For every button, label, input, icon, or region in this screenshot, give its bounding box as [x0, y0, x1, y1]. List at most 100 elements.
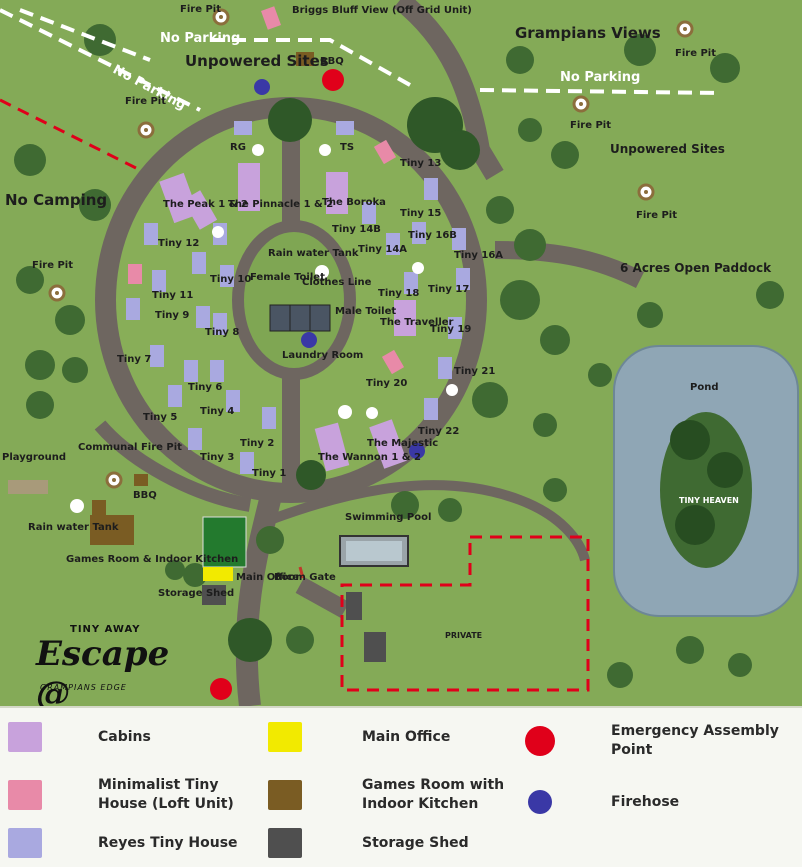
- label-rain-water-tank-left: Rain water Tank: [28, 522, 119, 533]
- label-tiny-7: Tiny 7: [117, 354, 151, 365]
- no-parking-line-diag: [0, 8, 201, 112]
- legend-item-main-office: Main Office: [268, 722, 450, 752]
- label-tiny-18: Tiny 18: [378, 288, 419, 299]
- label-tiny-4: Tiny 4: [200, 406, 234, 417]
- legend-item-assembly: Emergency Assembly Point: [525, 722, 781, 760]
- label-fire-pit-2: Fire Pit: [125, 96, 166, 107]
- label-tiny-12: Tiny 12: [158, 238, 199, 249]
- label-fire-pit-4: Fire Pit: [570, 120, 611, 131]
- label-tiny-13: Tiny 13: [400, 158, 441, 169]
- label-playground: Playground: [2, 452, 66, 463]
- path-south: [235, 497, 281, 706]
- label-the-majestic: The Majestic: [367, 438, 438, 449]
- label-tiny-22: Tiny 22: [418, 426, 459, 437]
- label-tiny-14b: Tiny 14B: [332, 224, 381, 235]
- units: [126, 6, 470, 474]
- label-tiny-5: Tiny 5: [143, 412, 177, 423]
- label-tiny-15: Tiny 15: [400, 208, 441, 219]
- water-tanks: [70, 144, 458, 513]
- legend-swatch-cabins: [8, 722, 42, 752]
- label-no-parking-top: No Parking: [160, 31, 240, 46]
- path-north: [393, 0, 504, 181]
- legend-swatch-assembly: [525, 726, 555, 756]
- label-male-toilet: Male Toilet: [335, 306, 396, 317]
- label-private: PRIVATE: [445, 631, 482, 640]
- site-map: No Parking No Parking No Parking Grampia…: [0, 0, 802, 706]
- label-storage-shed: Storage Shed: [158, 588, 234, 599]
- label-communal-fire-pit: Communal Fire Pit: [78, 442, 182, 453]
- label-rg: RG: [230, 142, 246, 153]
- label-the-wannon: The Wannon 1 & 2: [318, 452, 421, 463]
- label-unpowered-sites-right: Unpowered Sites: [610, 142, 725, 156]
- label-tiny-8: Tiny 8: [205, 327, 239, 338]
- label-fire-pit-6: Fire Pit: [636, 210, 677, 221]
- legend-label-reyes: Reyes Tiny House: [98, 834, 238, 851]
- label-tiny-10: Tiny 10: [210, 274, 251, 285]
- legend-swatch-minimalist: [8, 780, 42, 810]
- legend-item-storage-shed: Storage Shed: [268, 828, 469, 858]
- firehose-north: [254, 79, 270, 95]
- label-fire-pit-1: Fire Pit: [180, 4, 221, 15]
- label-tiny-3: Tiny 3: [200, 452, 234, 463]
- label-tiny-11: Tiny 11: [152, 290, 193, 301]
- legend-label-cabins: Cabins: [98, 728, 151, 745]
- label-tiny-9: Tiny 9: [155, 310, 189, 321]
- legend-label-assembly: Emergency Assembly Point: [611, 723, 779, 758]
- label-briggs-bluff: Briggs Bluff View (Off Grid Unit): [292, 5, 472, 16]
- boom-gate-bar: [298, 566, 305, 579]
- legend-item-cabins: Cabins: [8, 722, 151, 752]
- label-tiny-20: Tiny 20: [366, 378, 407, 389]
- label-open-paddock: 6 Acres Open Paddock: [620, 261, 772, 275]
- legend-item-minimalist: Minimalist Tiny House (Loft Unit): [8, 776, 268, 814]
- legend-label-minimalist: Minimalist Tiny House (Loft Unit): [98, 777, 234, 812]
- legend-label-firehose: Firehose: [611, 793, 680, 810]
- emergency-assembly-point-south: [210, 678, 232, 700]
- legend-swatch-main-office: [268, 722, 302, 752]
- label-the-peak: The Peak 1 & 2: [163, 199, 248, 210]
- label-tiny-2: Tiny 2: [240, 438, 274, 449]
- label-tiny-6: Tiny 6: [188, 382, 222, 393]
- toilet-block: [269, 304, 331, 332]
- storage-shed-private-1: [346, 592, 362, 620]
- legend-label-games-room: Games Room with Indoor Kitchen: [362, 777, 505, 812]
- games-room: [90, 515, 134, 545]
- label-boom-gate: Boom Gate: [274, 572, 336, 583]
- label-female-toilet: Female Toilet: [250, 272, 325, 283]
- trees: [14, 24, 784, 688]
- label-grampians-views: Grampians Views: [515, 24, 661, 42]
- legend-label-main-office: Main Office: [362, 728, 451, 745]
- brand-top: TINY AWAY: [70, 624, 141, 635]
- label-tiny-heaven: TINY HEAVEN: [679, 496, 739, 505]
- label-tiny-16a: Tiny 16A: [454, 250, 503, 261]
- no-parking-line-right: [479, 88, 721, 95]
- label-no-camping: No Camping: [5, 191, 107, 209]
- no-camping-boundary: [0, 98, 141, 172]
- legend-item-firehose: Firehose: [528, 790, 679, 814]
- label-tiny-21: Tiny 21: [454, 366, 495, 377]
- label-games-room: Games Room & Indoor Kitchen: [66, 554, 238, 565]
- no-parking-line-top: [210, 38, 411, 87]
- path-private: [295, 577, 350, 618]
- bbq-top-pad: [296, 52, 314, 66]
- storage-shed-office: [202, 585, 226, 605]
- label-ts: TS: [340, 142, 354, 153]
- label-rain-water-tank-center: Rain water Tank: [268, 248, 359, 259]
- private-boundary: [340, 535, 590, 692]
- label-the-boroka: The Boroka: [322, 197, 386, 208]
- no-parking-line-diag-2: [19, 8, 151, 62]
- legend-swatch-firehose: [528, 790, 552, 814]
- map-canvas: No Parking No Parking No Parking Grampia…: [0, 0, 802, 706]
- legend-swatch-reyes: [8, 828, 42, 858]
- bbq-bottom-pad: [134, 474, 148, 486]
- label-fire-pit-5: Fire Pit: [675, 48, 716, 59]
- games-room-annex: [92, 500, 106, 516]
- legend-item-reyes: Reyes Tiny House: [8, 828, 238, 858]
- label-tiny-14a: Tiny 14A: [358, 244, 407, 255]
- brand-main: Escape @: [36, 634, 170, 706]
- legend-swatch-storage-shed: [268, 828, 302, 858]
- label-fire-pit-3: Fire Pit: [32, 260, 73, 271]
- fire-pit-markers: [48, 8, 694, 489]
- label-the-traveller: The Traveller: [380, 317, 454, 328]
- label-laundry-room: Laundry Room: [282, 350, 363, 361]
- label-swimming-pool: Swimming Pool: [345, 512, 431, 523]
